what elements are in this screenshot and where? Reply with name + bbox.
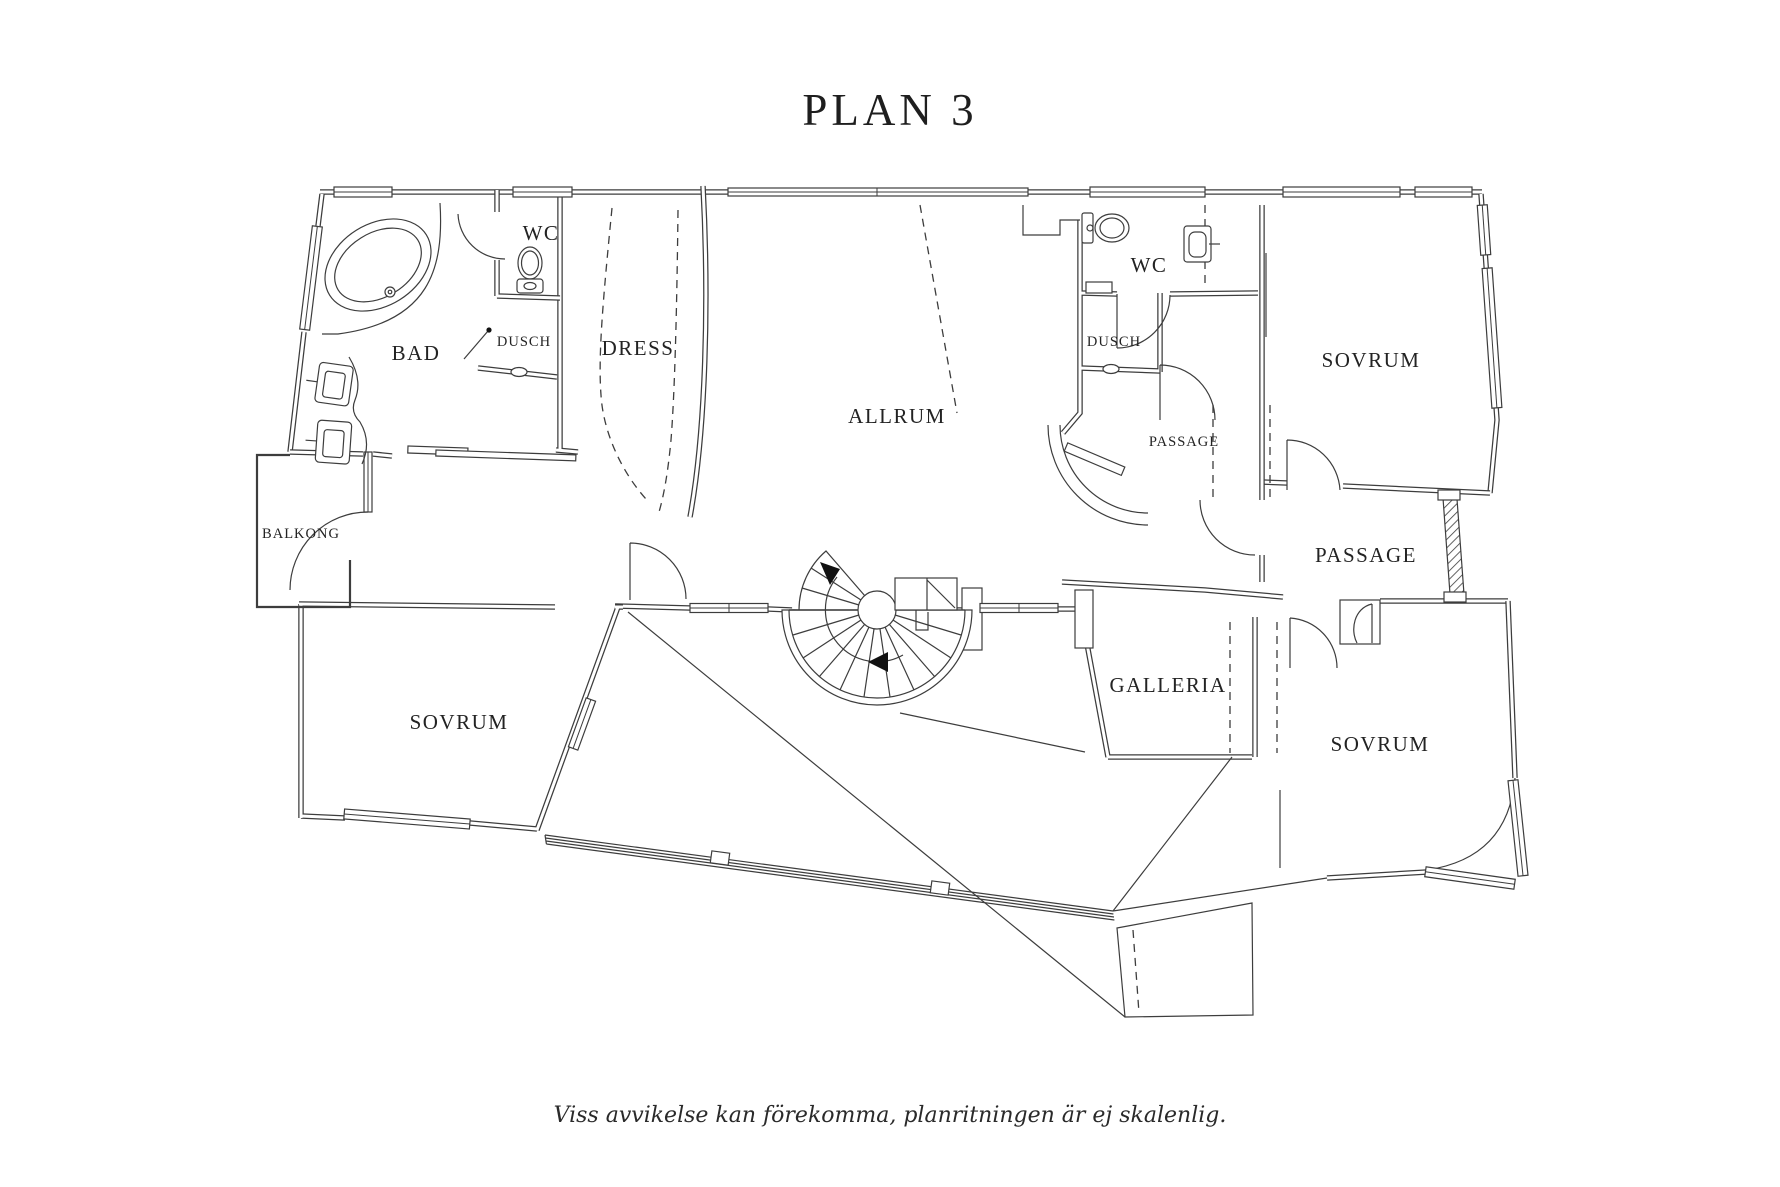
windows bbox=[299, 186, 1529, 890]
exterior-walls bbox=[287, 185, 1518, 881]
room-label-bad: BAD bbox=[392, 341, 441, 365]
window-top-2 bbox=[512, 186, 573, 198]
window-ne-2 bbox=[1481, 267, 1503, 409]
shelf-dusch-right bbox=[1085, 281, 1113, 294]
stair-down-arrow-icon bbox=[868, 652, 888, 672]
room-label-allrum: ALLRUM bbox=[848, 404, 946, 428]
stair-up-arrow-icon bbox=[820, 562, 840, 585]
door-arc-hall bbox=[629, 542, 687, 600]
room-label-dress: DRESS bbox=[602, 336, 675, 360]
window-se-bay-south bbox=[1424, 866, 1516, 890]
room-label-dusch-right: DUSCH bbox=[1087, 334, 1141, 350]
shower-screen-left bbox=[463, 330, 489, 360]
structure-lines bbox=[255, 205, 1516, 1018]
shower-drain-left bbox=[510, 366, 528, 378]
room-label-sovrum-sw: SOVRUM bbox=[410, 710, 509, 734]
toilet-left bbox=[516, 246, 544, 294]
window-west bbox=[299, 225, 323, 331]
window-top-1 bbox=[333, 186, 393, 198]
balcony-door-glazing bbox=[363, 451, 373, 513]
door-arc-sovrum-ne bbox=[1286, 439, 1341, 491]
door-arc-dusch-right bbox=[1116, 294, 1171, 349]
window-stair-left bbox=[689, 602, 769, 614]
door-arc-wc-left bbox=[457, 213, 506, 260]
shower-drain-right bbox=[1102, 363, 1120, 375]
fixtures bbox=[305, 202, 1220, 465]
doors bbox=[289, 213, 1341, 669]
window-top-3 bbox=[1089, 186, 1206, 198]
room-label-passage-upper: PASSAGE bbox=[1149, 434, 1219, 450]
room-labels: BAD WC DUSCH DRESS ALLRUM WC DUSCH PASSA… bbox=[262, 221, 1430, 756]
window-ne-1 bbox=[1476, 204, 1492, 256]
room-label-galleria: GALLERIA bbox=[1110, 673, 1227, 697]
room-label-sovrum-ne: SOVRUM bbox=[1322, 348, 1421, 372]
footnote: Viss avvikelse kan förekomma, planritnin… bbox=[553, 1103, 1227, 1128]
window-stair-right bbox=[979, 602, 1059, 614]
spiral-staircase bbox=[781, 550, 973, 706]
door-arc-corridor bbox=[1159, 364, 1216, 421]
window-sw-bottom bbox=[343, 808, 471, 830]
bathtub bbox=[322, 202, 442, 335]
room-label-sovrum-se: SOVRUM bbox=[1331, 732, 1430, 756]
window-se-bay-east bbox=[1507, 779, 1529, 877]
door-arc-balcony bbox=[289, 511, 369, 591]
room-label-balkong: BALKONG bbox=[262, 526, 340, 542]
window-band-allrum bbox=[727, 187, 1029, 197]
sink-right bbox=[1183, 225, 1220, 263]
door-arc-passage bbox=[1199, 499, 1256, 556]
window-top-4 bbox=[1282, 186, 1401, 198]
room-label-wc-right: WC bbox=[1131, 253, 1168, 277]
room-label-wc-left: WC bbox=[523, 221, 560, 245]
window-top-5 bbox=[1414, 186, 1473, 198]
room-label-passage: PASSAGE bbox=[1315, 543, 1417, 567]
window-sw-slant bbox=[567, 697, 597, 751]
toilet-right bbox=[1081, 212, 1130, 244]
vanity-sinks bbox=[305, 356, 368, 465]
page-title: PLAN 3 bbox=[802, 85, 978, 135]
room-label-dusch-left: DUSCH bbox=[497, 334, 551, 350]
door-arc-sovrum-se bbox=[1289, 617, 1338, 669]
dashed-lines bbox=[599, 204, 1278, 753]
